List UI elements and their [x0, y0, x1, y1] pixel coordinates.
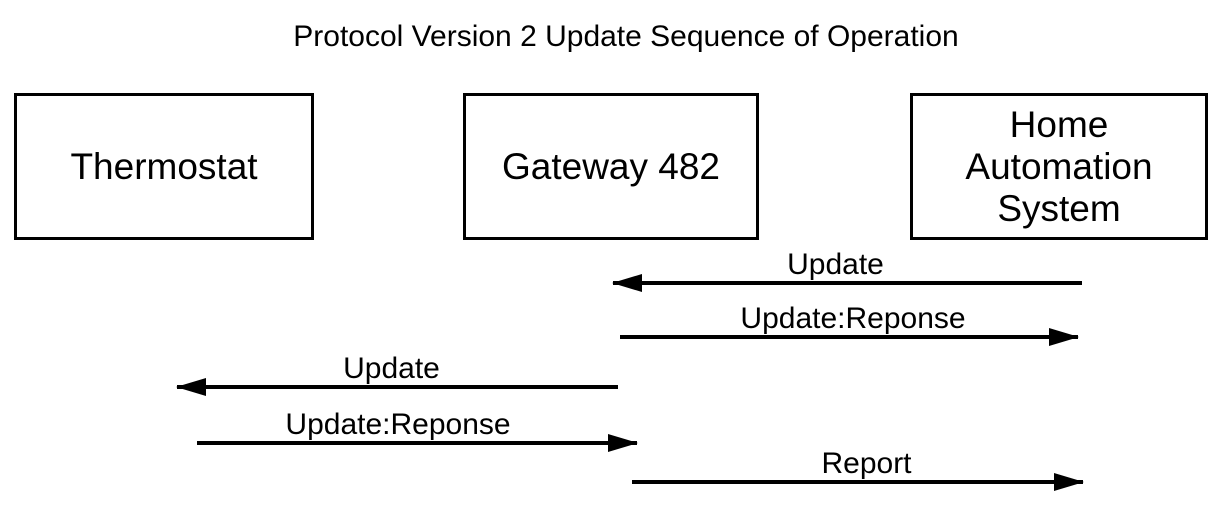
- right-arrow-icon: [620, 335, 1078, 339]
- message-update-has-to-gateway: Update: [613, 249, 1082, 285]
- box-home-automation-system-label: Home Automation System: [965, 103, 1153, 229]
- message-report-gateway-to-has: Report: [632, 448, 1083, 484]
- diagram-title: Protocol Version 2 Update Sequence of Op…: [293, 20, 959, 53]
- message-update-response-gateway-to-has: Update:Reponse: [620, 303, 1078, 339]
- box-thermostat-label: Thermostat: [70, 145, 258, 187]
- message-update-gateway-to-thermostat: Update: [177, 353, 618, 389]
- left-arrow-icon: [177, 385, 618, 389]
- box-gateway-482-label: Gateway 482: [501, 145, 721, 187]
- message-update-response-thermostat-to-gateway: Update:Reponse: [197, 409, 637, 445]
- box-home-automation-system: Home Automation System: [910, 93, 1208, 240]
- message-label: Update: [787, 248, 884, 281]
- message-label: Update:Reponse: [285, 408, 511, 441]
- message-label: Update: [343, 352, 440, 385]
- message-label: Report: [821, 447, 912, 480]
- left-arrow-icon: [613, 281, 1082, 285]
- right-arrow-icon: [197, 441, 637, 445]
- right-arrow-icon: [632, 480, 1083, 484]
- message-label: Update:Reponse: [740, 302, 966, 335]
- box-thermostat: Thermostat: [14, 93, 314, 240]
- box-gateway-482: Gateway 482: [463, 93, 759, 240]
